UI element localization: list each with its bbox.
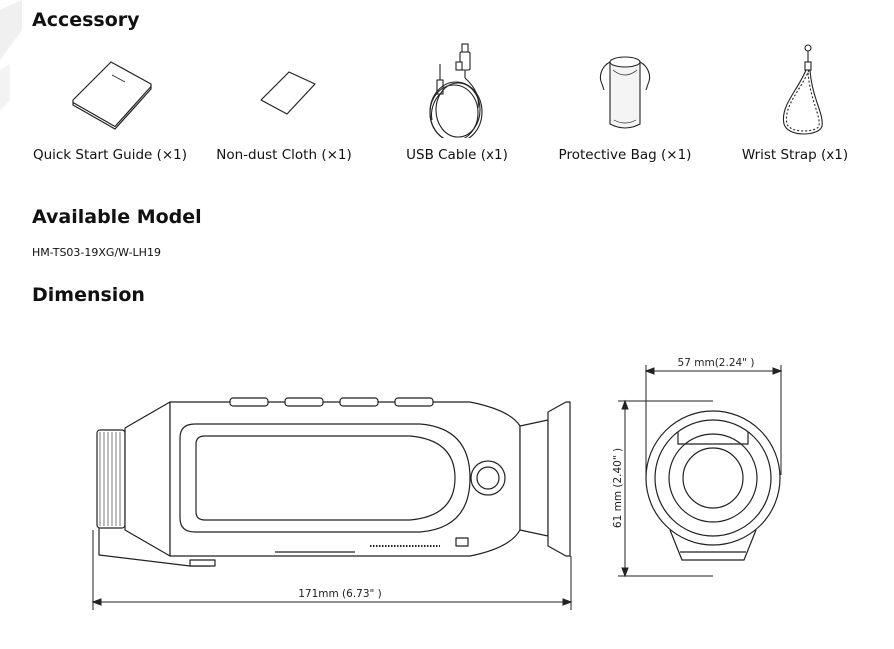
- booklet-icon: [72, 61, 152, 130]
- width-label: 57 mm(2.24" ): [678, 357, 755, 369]
- accessory-item-bag: Protective Bag (×1): [540, 40, 710, 164]
- dimension-heading: Dimension: [32, 284, 145, 306]
- accessory-label: Protective Bag (×1): [558, 147, 692, 163]
- usb-cable-icon: [429, 43, 483, 138]
- height-label: 61 mm (2.40" ): [612, 448, 624, 528]
- accessory-item-guide: Quick Start Guide (×1): [25, 40, 195, 164]
- accessory-label: USB Cable (x1): [406, 147, 508, 163]
- accessory-label: Wrist Strap (x1): [741, 147, 849, 163]
- accessory-label: Quick Start Guide (×1): [32, 147, 188, 163]
- width-dimension-line: [644, 365, 783, 475]
- height-dimension-line: [618, 399, 713, 578]
- cloth-icon: [260, 71, 316, 115]
- accessory-heading: Accessory: [32, 9, 140, 31]
- length-label: 171mm (6.73" ): [298, 588, 382, 600]
- watermark-graphic: [0, 0, 22, 110]
- length-dimension-line: [91, 530, 573, 610]
- accessory-item-cloth: Non-dust Cloth (×1): [199, 40, 369, 164]
- wrist-strap-icon: [782, 44, 823, 135]
- available-model-heading: Available Model: [32, 206, 202, 228]
- accessory-item-strap: Wrist Strap (x1): [710, 40, 880, 164]
- model-number: HM-TS03-19XG/W-LH19: [32, 246, 161, 259]
- device-front-view: [645, 410, 781, 561]
- accessory-label: Non-dust Cloth (×1): [216, 147, 352, 163]
- device-side-view: [96, 397, 571, 567]
- accessory-item-usb: USB Cable (x1): [372, 40, 542, 164]
- bag-icon: [599, 56, 651, 129]
